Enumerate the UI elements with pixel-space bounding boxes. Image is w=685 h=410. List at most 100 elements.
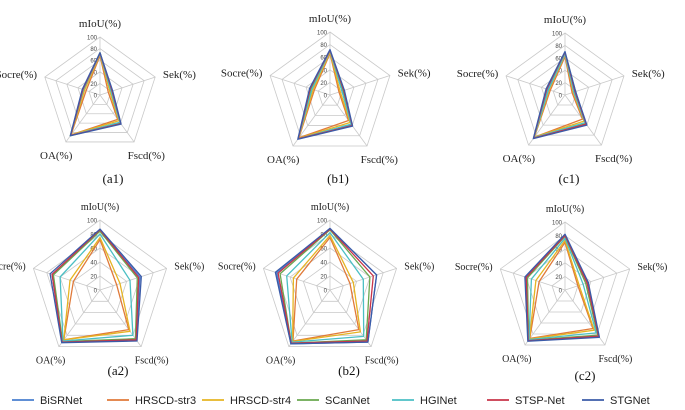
tick-label: 0 <box>559 94 563 100</box>
grid-ring <box>55 48 145 133</box>
tick-label: 0 <box>324 94 328 100</box>
radar-panel: 020406080100mIoU(%)Sek(%)Fscd(%)OA(%)Soc… <box>457 14 665 186</box>
tick-label: 40 <box>90 261 97 267</box>
axis-label: OA(%) <box>267 154 300 166</box>
axis-spoke <box>99 289 142 347</box>
panel-label: (c1) <box>559 171 580 186</box>
axis-label: Sek(%) <box>398 68 431 80</box>
legend-item: SCanNet <box>297 395 370 407</box>
grid-ring <box>44 36 156 143</box>
legend-label: HRSCD-str4 <box>230 395 291 407</box>
axis-label: mIoU(%) <box>81 202 119 213</box>
axis-label: Sek(%) <box>163 69 196 81</box>
grid-ring <box>32 219 168 348</box>
axis-spoke <box>500 268 566 291</box>
series-line <box>59 233 134 342</box>
axis-spoke <box>44 76 101 96</box>
axis-label: Socre(%) <box>218 262 256 273</box>
axis-label: OA(%) <box>266 356 295 367</box>
tick-label: 20 <box>90 82 97 88</box>
axis-spoke <box>33 267 101 291</box>
tick-label: 80 <box>90 47 97 53</box>
axis-label: Socre(%) <box>0 262 26 273</box>
axis-label: Fscd(%) <box>599 354 633 365</box>
series-line <box>70 54 119 136</box>
tick-label: 60 <box>320 56 327 62</box>
axis-spoke <box>505 75 566 96</box>
tick-label: 40 <box>320 261 327 267</box>
series-line <box>51 229 140 343</box>
axis-spoke <box>99 76 156 96</box>
radar-panel: 020406080100mIoU(%)Sek(%)Fscd(%)OA(%)Soc… <box>0 18 196 186</box>
series-line <box>528 237 597 341</box>
tick-label: 60 <box>320 247 327 253</box>
panel-label: (b2) <box>338 363 360 378</box>
series-line <box>532 50 588 140</box>
series-line <box>526 235 599 341</box>
tick-label: 0 <box>559 289 563 295</box>
series-line <box>70 53 120 136</box>
grid-ring <box>269 31 391 147</box>
series-line <box>63 238 130 341</box>
grid-ring <box>517 44 613 136</box>
series-line <box>63 236 131 341</box>
tick-label: 40 <box>320 68 327 74</box>
series-line <box>524 233 601 342</box>
axis-spoke <box>288 289 331 347</box>
legend-item: STSP-Net <box>487 395 565 407</box>
axis-spoke <box>329 289 372 347</box>
series-line <box>274 227 378 345</box>
legend-label: HGINet <box>420 395 457 407</box>
tick-label: 80 <box>320 43 327 49</box>
series-line <box>298 52 350 139</box>
tick-label: 60 <box>90 59 97 65</box>
axis-label: OA(%) <box>40 150 73 162</box>
axis-label: mIoU(%) <box>309 13 351 25</box>
axis-label: Sek(%) <box>632 68 665 80</box>
grid-ring <box>302 261 358 314</box>
tick-label: 20 <box>555 275 562 281</box>
axis-label: Socre(%) <box>455 262 493 273</box>
series-line <box>529 241 594 340</box>
tick-label: 0 <box>324 289 328 295</box>
legend-item: BiSRNet <box>12 395 82 407</box>
tick-label: 100 <box>552 221 563 227</box>
tick-label: 40 <box>555 261 562 267</box>
radar-panel: 020406080100mIoU(%)Sek(%)Fscd(%)OA(%)Soc… <box>221 13 431 186</box>
grid-ring <box>72 261 128 314</box>
series-line <box>277 228 374 344</box>
axis-label: mIoU(%) <box>311 202 349 213</box>
series-line <box>297 51 351 139</box>
grid-ring <box>262 219 398 348</box>
series-line <box>49 228 142 344</box>
series-line <box>52 230 138 343</box>
grid-ring <box>66 59 134 124</box>
legend-item: HRSCD-str3 <box>107 395 196 407</box>
tick-label: 100 <box>552 32 563 38</box>
axis-spoke <box>564 268 630 291</box>
legend-label: STGNet <box>610 395 650 407</box>
axis-label: Socre(%) <box>457 68 499 80</box>
panel-label: (a2) <box>108 363 129 378</box>
legend-label: SCanNet <box>325 395 370 407</box>
tick-label: 60 <box>555 56 562 62</box>
legend-item: HRSCD-str4 <box>202 395 291 407</box>
legend: BiSRNet HRSCD-str3 HRSCD-str4 SCanNet HGINet… <box>12 395 650 407</box>
tick-label: 40 <box>90 70 97 76</box>
panel-label: (c2) <box>575 368 596 383</box>
tick-label: 0 <box>94 94 98 100</box>
tick-label: 100 <box>87 36 98 42</box>
tick-label: 100 <box>87 219 98 225</box>
axis-label: mIoU(%) <box>79 18 121 30</box>
series-line <box>297 48 354 140</box>
axis-label: Sek(%) <box>174 262 204 273</box>
axis-label: OA(%) <box>36 356 65 367</box>
grid-ring <box>77 71 123 115</box>
legend-item: HGINet <box>392 395 457 407</box>
series-line <box>286 231 365 343</box>
axis-label: Fscd(%) <box>365 356 399 367</box>
axis-label: mIoU(%) <box>544 14 586 26</box>
series-line <box>292 236 360 342</box>
axis-label: Fscd(%) <box>595 153 633 165</box>
